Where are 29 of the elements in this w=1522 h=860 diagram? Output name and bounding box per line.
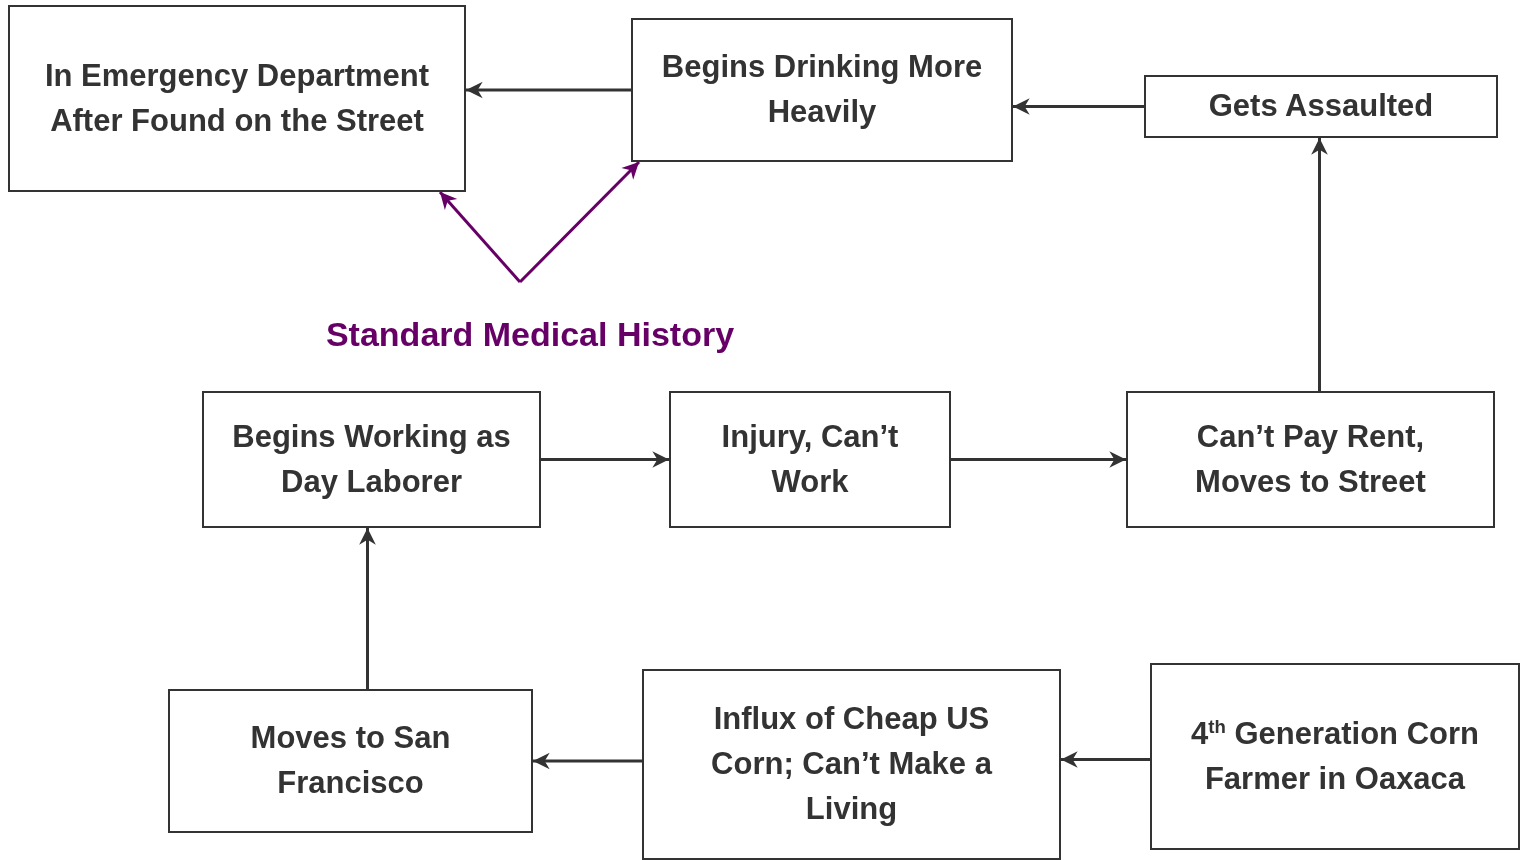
arrow <box>518 160 641 284</box>
arrow <box>1061 751 1150 768</box>
process-box <box>1150 663 1520 850</box>
arrow <box>359 528 376 689</box>
box-label: Can’t Pay Rent, Moves to Street <box>1194 417 1427 501</box>
process-box <box>202 391 541 528</box>
arrow <box>951 451 1126 468</box>
heading-text: Standard Medical History <box>270 282 790 358</box>
process-box <box>669 391 951 528</box>
box-label: Injury, Can’t Work <box>720 417 900 501</box>
box-label: Gets Assaulted <box>1208 87 1434 126</box>
process-box <box>8 5 466 192</box>
arrow <box>541 451 669 468</box>
process-box <box>642 669 1061 860</box>
box-label: Moves to San Francisco <box>249 719 452 802</box>
box-label: Begins Working as Day Laborer <box>232 417 511 501</box>
process-box <box>168 689 533 833</box>
process-box <box>1144 75 1498 138</box>
box-label: Influx of Cheap US Corn; Can’t Make a Living <box>710 700 994 828</box>
arrow <box>438 191 522 283</box>
box-label: In Emergency Department After Found on the Street <box>43 56 431 140</box>
arrow <box>466 81 631 99</box>
arrow <box>1311 138 1328 391</box>
box-label: Begins Drinking More Heavily <box>661 48 983 131</box>
process-box <box>631 18 1013 162</box>
arrow <box>1013 98 1144 115</box>
arrow <box>533 752 642 770</box>
box-label: 4$^{th}$ Generation Corn Farmer in Oaxaca <box>1190 714 1480 798</box>
process-box <box>1126 391 1495 528</box>
